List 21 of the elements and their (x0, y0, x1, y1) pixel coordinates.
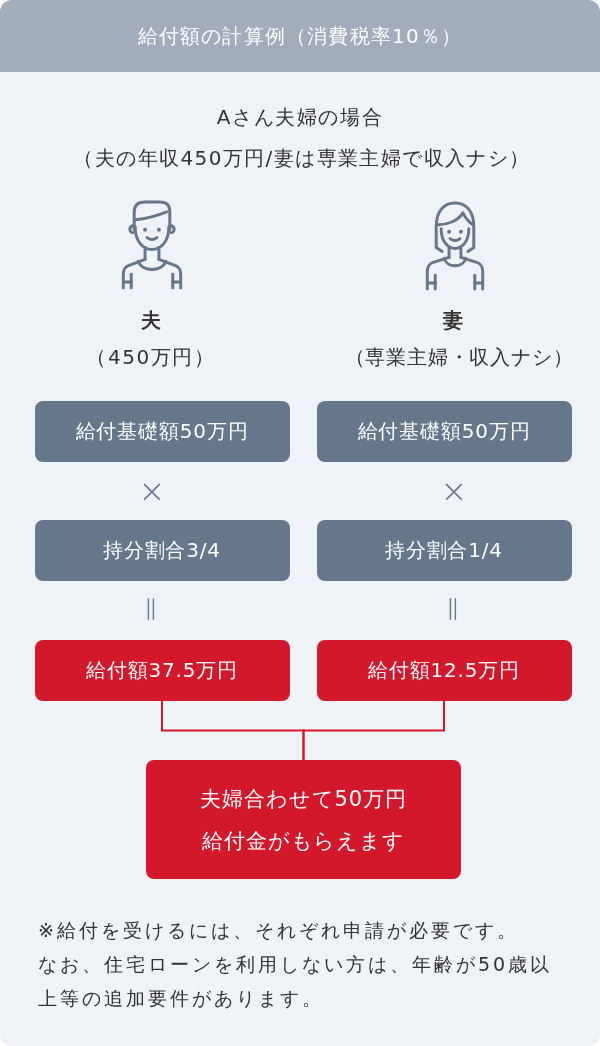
multiply-sign: × (138, 471, 166, 511)
total-box: 夫婦合わせて50万円給付金がもらえます (146, 760, 461, 879)
footnote: ※給付を受けるには、それぞれ申請が必要です。 (38, 918, 520, 943)
value-box: 給付基礎額50万円 (34, 401, 290, 462)
income-text: （専業主婦・収入ナシ） (344, 344, 574, 370)
equals-sign: = (131, 594, 174, 624)
case-description: （夫の年収450万円/妻は専業主婦で収入ナシ） (73, 145, 531, 171)
result-box: 給付額37.5万円 (34, 640, 290, 701)
footnote: なお、住宅ローンを利用しない方は、年齢が50歳以上等の追加要件があります。 (38, 952, 554, 1011)
value-box: 持分割合1/4 (316, 519, 572, 581)
connector-line (302, 700, 445, 761)
multiply-sign: × (440, 471, 468, 511)
person-name: 夫 (141, 307, 161, 333)
equals-sign: = (433, 594, 476, 624)
value-box: 持分割合3/4 (34, 519, 290, 581)
result-box: 給付額12.5万円 (316, 640, 572, 701)
value-box: 給付基礎額50万円 (316, 401, 572, 462)
income-text: （450万円） (86, 344, 216, 370)
diagram-title: 給付額の計算例（消費税率10％） (137, 22, 463, 50)
person-name: 妻 (443, 307, 463, 333)
case-heading: Aさん夫婦の場合 (216, 104, 384, 130)
